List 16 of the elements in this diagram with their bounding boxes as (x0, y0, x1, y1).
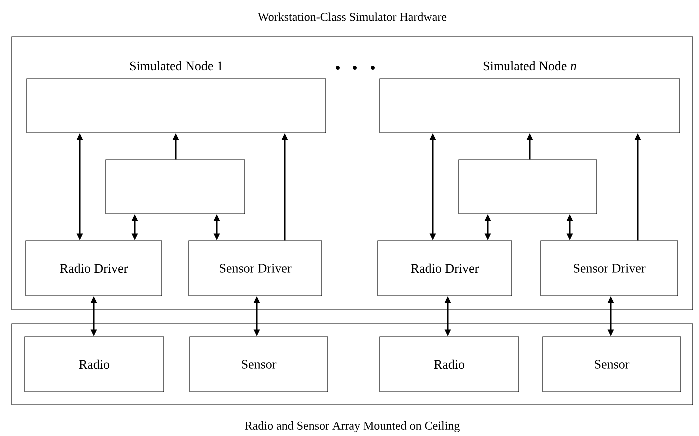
block-box: Radio Driver (378, 240, 512, 296)
block-box: Radio (24, 336, 164, 392)
block-box: Radio (380, 336, 520, 392)
node-label: Simulated Node 1 (130, 61, 223, 71)
node-label: Simulated Node n (484, 61, 576, 71)
block-box: Sensor (542, 336, 682, 392)
block-box (106, 160, 246, 214)
block-box: Sensor Driver (540, 240, 678, 296)
block-box: Simulated Node 1 (26, 61, 326, 134)
block-box: Sensor Driver (188, 240, 322, 296)
block-box: Sensor (190, 336, 328, 392)
node-label: Workstation-Class Simulator Hardware (258, 12, 447, 22)
block-box: Simulated Node n (380, 61, 680, 134)
block-box (458, 160, 598, 214)
node-label: Radio and Sensor Array Mounted on Ceiling (245, 422, 460, 432)
block-box: Radio Driver (26, 240, 162, 296)
